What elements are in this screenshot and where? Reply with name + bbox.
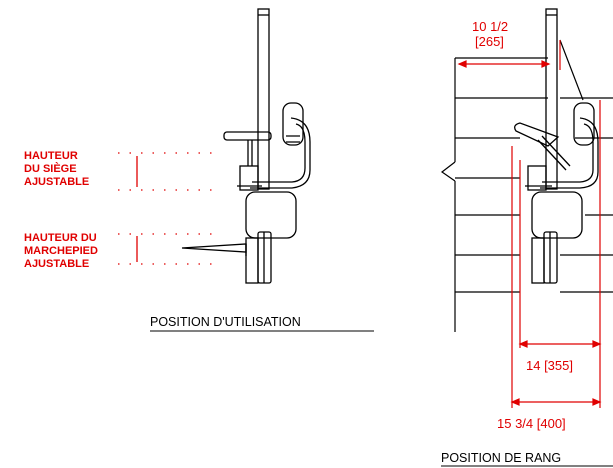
top-dimension-inches: 10 1/2: [472, 19, 508, 34]
right-pole: [545, 8, 558, 190]
right-caption: POSITION DE RANG: [441, 451, 561, 465]
right-backrest-pad: [573, 102, 595, 146]
left-body-box: [245, 191, 297, 239]
left-seat-clamp: [239, 165, 259, 191]
top-dimension-mm: [265]: [475, 34, 504, 49]
right-lower-leg: [531, 237, 545, 284]
dimension-15-3-4: 15 3/4 [400]: [497, 416, 566, 431]
seat-height-label: HAUTEUR DU SIÈGE AJUSTABLE: [24, 150, 89, 188]
left-backrest-pad: [282, 102, 304, 146]
right-seat-clamp: [527, 165, 547, 191]
right-seat-assembly: [514, 8, 599, 284]
left-pole: [257, 8, 270, 190]
left-footrest: [181, 243, 247, 253]
right-dimension-lines: [457, 40, 602, 408]
left-lower-leg: [245, 237, 259, 284]
right-folded-seat: [514, 122, 560, 147]
left-seat-top: [223, 131, 272, 141]
left-guide-lines: [118, 152, 215, 265]
right-body-box: [531, 191, 583, 239]
left-seat-assembly: [181, 8, 311, 284]
dimension-14: 14 [355]: [526, 358, 573, 373]
left-caption: POSITION D'UTILISATION: [150, 315, 301, 329]
footrest-height-label: HAUTEUR DU MARCHEPIED AJUSTABLE: [24, 232, 101, 270]
